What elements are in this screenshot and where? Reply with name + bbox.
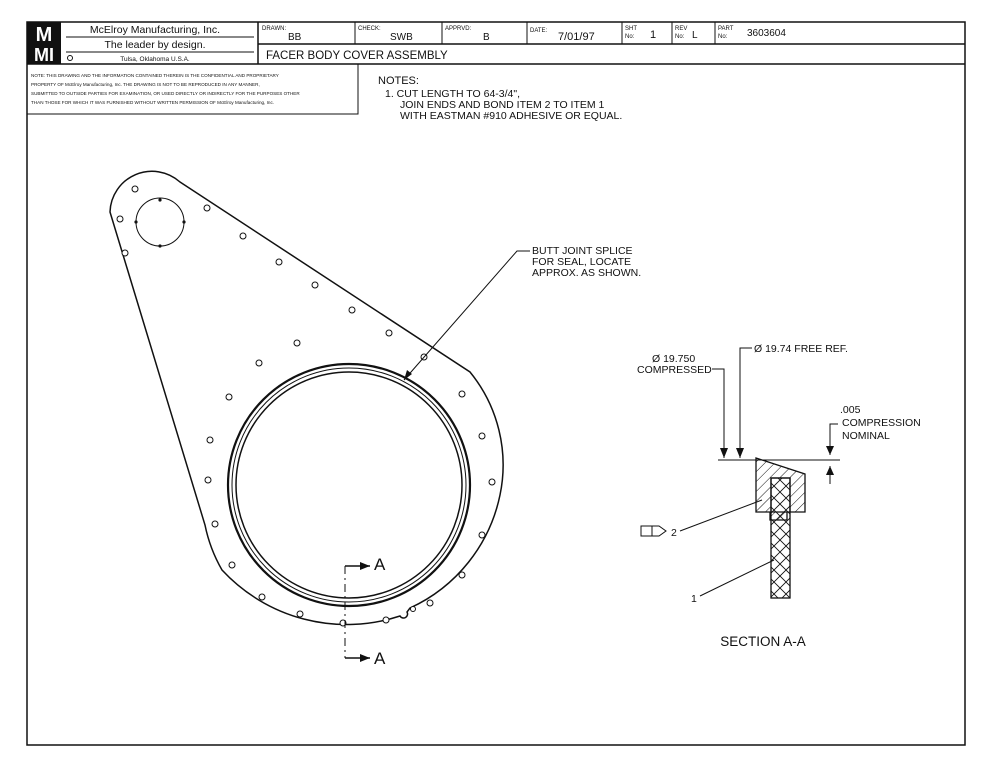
seal-outer-ring (226, 362, 472, 608)
item-2-label: 2 (671, 527, 677, 539)
part-value: 3603604 (747, 28, 786, 39)
logo-top: M (36, 24, 53, 46)
section-marker-top: A (374, 555, 386, 574)
check-value: SWB (390, 32, 413, 43)
approved-value: B (483, 32, 490, 43)
proprietary-line-2: PROPERTY OF McElroy Manufacturing, Inc. … (31, 82, 260, 87)
section-marker-bottom: A (374, 649, 386, 668)
registered-mark-icon (67, 55, 73, 61)
item-1-label: 1 (691, 593, 697, 605)
bolt-holes (116, 185, 496, 627)
seal-inner-ring (235, 371, 463, 599)
date-value: 7/01/97 (558, 31, 595, 43)
seal-middle-ring (231, 367, 467, 603)
drawing-title: FACER BODY COVER ASSEMBLY (266, 50, 448, 62)
sheet-value: 1 (650, 29, 656, 41)
logo-bottom: MI (34, 45, 54, 65)
upper-bore (135, 197, 185, 247)
rev-value: L (692, 30, 698, 41)
part-label-1: PART (718, 26, 734, 32)
butt-joint-leader (403, 250, 530, 381)
note-line-1: 1. CUT LENGTH TO 64-3/4", (385, 88, 520, 100)
company-location: Tulsa, Oklahoma U.S.A. (120, 56, 190, 63)
dia-compressed-label: COMPRESSED (637, 364, 712, 376)
butt-joint-line-1: BUTT JOINT SPLICE (532, 245, 633, 257)
rev-label-1: REV (675, 26, 687, 32)
item-2-flag-icon (640, 525, 667, 537)
base-item-1 (770, 477, 791, 599)
note-line-3: WITH EASTMAN #910 ADHESIVE OR EQUAL. (400, 110, 622, 122)
proprietary-note: NOTE: THIS DRAWING AND THE INFORMATION C… (26, 63, 359, 115)
date-label: DATE: (530, 28, 548, 34)
compression-label-1: COMPRESSION (842, 417, 921, 429)
facer-body-cover-view: A A BUTT JOINT SPLICE FOR SEAL, LOCATE A… (109, 170, 641, 668)
proprietary-line-3: SUBMITTED TO OUTSIDE PARTIES FOR EXAMINA… (31, 91, 300, 96)
title-block: M MI McElroy Manufacturing, Inc. The lea… (27, 22, 965, 65)
compression-value: .005 (840, 404, 861, 416)
check-label: CHECK: (358, 26, 381, 32)
note-line-2: JOIN ENDS AND BOND ITEM 2 TO ITEM 1 (400, 99, 605, 111)
notes-header: NOTES: (378, 75, 419, 87)
cover-outline (109, 170, 504, 626)
butt-joint-line-3: APPROX. AS SHOWN. (532, 267, 641, 279)
sheet-label-1: SHT (625, 26, 637, 32)
drawn-value: BB (288, 32, 302, 43)
section-arrow-top-icon (360, 562, 370, 570)
section-title: SECTION A-A (720, 634, 806, 649)
sheet-border (26, 21, 966, 746)
proprietary-line-1: NOTE: THIS DRAWING AND THE INFORMATION C… (31, 73, 279, 78)
butt-joint-line-2: FOR SEAL, LOCATE (532, 256, 631, 268)
approved-label: APPRVD: (445, 26, 472, 32)
section-arrow-bottom-icon (360, 654, 370, 662)
part-label-2: No: (718, 34, 728, 40)
sheet-label-2: No: (625, 34, 635, 40)
dia-compressed-value: Ø 19.750 (652, 353, 695, 365)
dia-free-value: Ø 19.74 FREE REF. (754, 343, 848, 355)
proprietary-line-4: THAN THOSE FOR WHICH IT WAS FURNISHED WI… (31, 100, 274, 105)
company-name: McElroy Manufacturing, Inc. (90, 24, 220, 36)
drawn-label: DRAWN: (262, 26, 286, 32)
general-notes: NOTES: 1. CUT LENGTH TO 64-3/4", JOIN EN… (378, 75, 622, 122)
company-tagline: The leader by design. (105, 39, 206, 51)
rev-label-2: No: (675, 34, 685, 40)
section-a-a-detail: Ø 19.750 COMPRESSED Ø 19.74 FREE REF. .0… (637, 343, 921, 649)
compression-label-2: NOMINAL (842, 430, 890, 442)
